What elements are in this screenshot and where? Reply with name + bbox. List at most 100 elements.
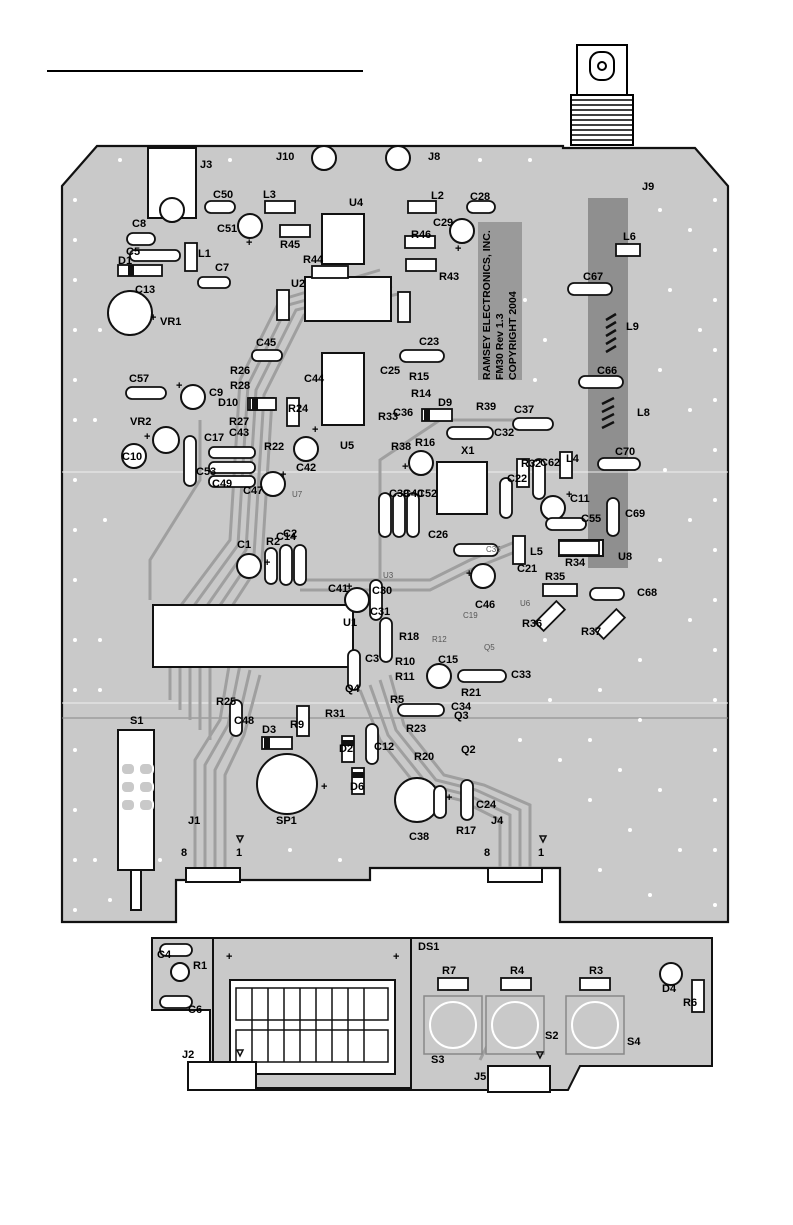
j4-pin-8-label: 8 (484, 847, 490, 859)
label-r4: R4 (510, 965, 525, 977)
label-r21: R21 (461, 687, 481, 699)
label-c36: C36 (393, 407, 413, 419)
label-l1: L1 (198, 248, 211, 260)
label-r34: R34 (565, 557, 586, 569)
label-c29: C29 (433, 217, 453, 229)
label-r1: R1 (193, 960, 207, 972)
label-s2: S2 (545, 1030, 558, 1042)
label-c62: C62 (540, 457, 560, 469)
tilted-resistors (533, 599, 627, 641)
connector-j4 (487, 867, 543, 883)
label-c1: C1 (237, 539, 251, 551)
label-j10: J10 (276, 151, 294, 163)
label-c45: C45 (256, 337, 276, 349)
label-d3: D3 (262, 724, 276, 736)
svg-text:+: + (264, 557, 270, 569)
label-s4: S4 (627, 1036, 641, 1048)
display-window (229, 979, 396, 1075)
svg-text:+: + (150, 312, 156, 324)
label-q4: Q4 (345, 683, 361, 695)
buzzer-sp1 (256, 753, 318, 815)
label-c41: C41 (328, 583, 348, 595)
label-u4: U4 (349, 197, 364, 209)
via-holes (73, 158, 717, 912)
label-c26: C26 (428, 529, 448, 541)
label-u1: U1 (343, 617, 357, 629)
connector-j2 (187, 1061, 257, 1091)
label-r9: R9 (290, 719, 304, 731)
label-c3: C3 (365, 653, 379, 665)
ic-u4 (321, 213, 365, 265)
label-c13: C13 (135, 284, 155, 296)
label-c14: C14 (276, 531, 297, 543)
label-d10: D10 (218, 397, 238, 409)
label-c23: C23 (419, 336, 439, 348)
label-l8: L8 (637, 407, 650, 419)
silkscreen-label-r12: R12 (432, 635, 447, 644)
bnc-connector-j9 (570, 44, 634, 146)
polarity-marks: + + + + + + + + + + + + + + + + (144, 237, 572, 963)
label-c30: C30 (372, 585, 392, 597)
label-r22: R22 (264, 441, 284, 453)
connector-pin-numbers: 8 1 8 1 (181, 847, 544, 859)
copyright-line-3: COPYRIGHT 2004 (507, 291, 519, 380)
label-r2: R2 (266, 536, 280, 548)
svg-text:+: + (280, 469, 286, 481)
label-r18: R18 (399, 631, 419, 643)
crystal-x1 (436, 461, 488, 515)
label-l3: L3 (263, 189, 276, 201)
push-button-rings (429, 1001, 619, 1049)
label-r28: R28 (230, 380, 250, 392)
label-c5: C5 (126, 246, 140, 258)
label-c37: C37 (514, 404, 534, 416)
label-j1: J1 (188, 815, 200, 827)
label-c57: C57 (129, 373, 149, 385)
label-c66: C66 (597, 365, 617, 377)
label-c12: C12 (374, 741, 394, 753)
label-r16: R16 (415, 437, 435, 449)
svg-text:+: + (346, 581, 352, 593)
ic-u5 (321, 352, 365, 426)
label-c69: C69 (625, 508, 645, 520)
label-r6: R6 (683, 997, 697, 1009)
label-r37: R37 (581, 626, 601, 638)
label-r15: R15 (409, 371, 429, 383)
label-r5: R5 (390, 694, 404, 706)
silkscreen-label-u6: U6 (520, 599, 531, 608)
label-r27: R27 (229, 416, 249, 428)
label-r36: R36 (522, 618, 542, 630)
label-c6: C6 (188, 1004, 202, 1016)
label-r46: R46 (411, 229, 431, 241)
label-l9: L9 (626, 321, 639, 333)
label-r11: R11 (395, 671, 415, 683)
label-vr2: VR2 (130, 416, 151, 428)
label-j2: J2 (182, 1049, 194, 1061)
label-c38: C38 (409, 831, 429, 843)
label-r33: R33 (378, 411, 398, 423)
label-s3: S3 (431, 1054, 444, 1066)
cap-c38 (394, 777, 440, 823)
display-segments (235, 987, 389, 1063)
label-c46: C46 (475, 599, 495, 611)
diode-bands (128, 265, 430, 778)
svg-text:+: + (455, 243, 461, 255)
svg-text:+: + (246, 237, 252, 249)
label-ds1: DS1 (418, 941, 439, 953)
svg-text:+: + (226, 951, 232, 963)
label-u2: U2 (291, 278, 305, 290)
label-u5: U5 (340, 440, 354, 452)
j1-pin-8-label: 8 (181, 847, 187, 859)
copyright-text: RAMSEY ELECTRONICS, INC. FM30 Rev 1.3 CO… (481, 230, 519, 380)
label-d9: D9 (438, 397, 452, 409)
label-c40: C40 (403, 488, 423, 500)
ic-packages (117, 147, 604, 1093)
silkscreen-label-q5: Q5 (484, 643, 495, 652)
switch-pads (120, 762, 154, 812)
label-l5: L5 (530, 546, 543, 558)
copyright-line-1: RAMSEY ELECTRONICS, INC. (481, 230, 493, 380)
label-c55: C55 (581, 513, 601, 525)
label-r10: R10 (395, 656, 415, 668)
label-c42: C42 (296, 462, 316, 474)
j1-pin-1-label: 1 (236, 847, 242, 859)
